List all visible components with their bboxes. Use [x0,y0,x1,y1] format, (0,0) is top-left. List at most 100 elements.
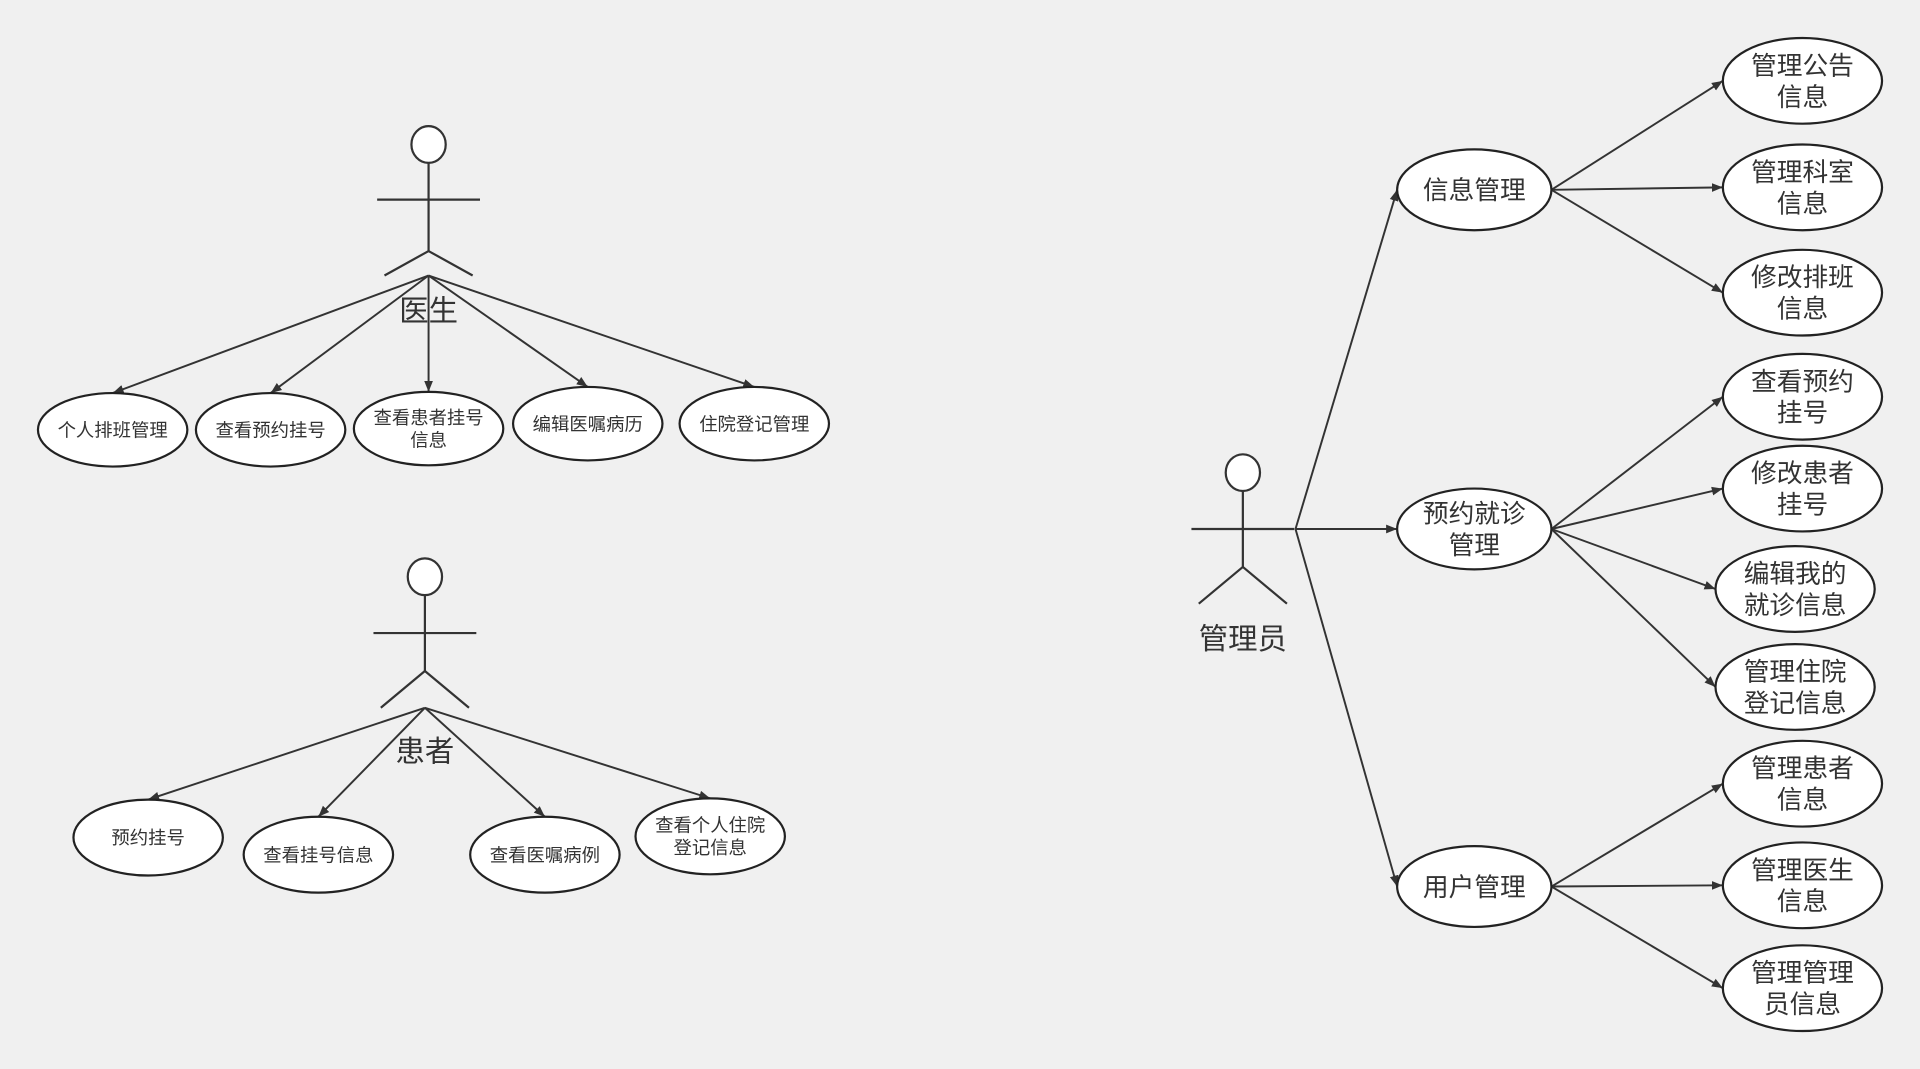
use-case-shape [1721,352,1884,441]
function-arrow [1550,188,1724,294]
use-case-label: 查看个人住院 [655,816,765,837]
use-case-label: 信息 [1777,189,1828,219]
use-case-label: 信息 [410,430,447,451]
doctor-association-arrow [112,274,429,394]
use-case-label: 个人排班管理 [58,420,168,441]
patient-use-case[interactable]: 预约挂号 [72,798,224,877]
use-case-label: 信息 [1777,786,1828,816]
use-case-label: 修改排班 [1751,263,1854,293]
patient-use-case[interactable]: 查看医嘱病例 [469,815,621,894]
use-case-shape [1714,642,1876,731]
use-case-label: 查看患者挂号 [373,408,483,429]
actor-leg [1198,566,1244,605]
actor-leg [424,670,470,709]
doctor-use-case[interactable]: 查看预约挂号 [194,391,347,468]
use-case-label: 就诊信息 [1744,591,1847,621]
actor-doctor: 医生 [377,125,480,328]
use-case-shape [678,385,831,462]
function-arrow [1550,528,1717,688]
use-case-label: 登记信息 [1744,689,1847,719]
doctor-use-case[interactable]: 个人排班管理 [36,391,189,468]
actor-admin: 管理员 [1191,453,1295,656]
actor-leg [383,250,430,277]
use-case-label: 管理住院 [1744,658,1847,688]
use-case-shape [194,391,347,468]
actor-head-icon [410,125,447,164]
use-case-shape [1721,143,1884,232]
use-case-label: 员信息 [1764,990,1841,1020]
patient-association-arrow [147,706,426,801]
admin-function-group[interactable]: 信息管理 [1396,148,1553,232]
admin-association-arrow [1294,189,1399,530]
patient-association-arrow [424,706,711,800]
use-case-label: 管理医生 [1751,856,1854,886]
function-arrow [1551,880,1723,890]
use-case-shape [469,815,621,894]
patient-use-case[interactable]: 查看挂号信息 [242,815,395,894]
use-case-shape [72,798,224,877]
actor-head-icon [406,557,444,597]
actor-patient: 患者 [373,557,477,769]
actor-label: 管理员 [1199,622,1287,656]
actor-label: 医生 [399,294,458,328]
use-case-label: 编辑我的 [1744,560,1847,590]
use-case-label: 查看挂号信息 [263,845,373,866]
use-case-shape [1714,545,1876,633]
use-case-label: 预约挂号 [111,828,184,849]
use-case-shape [1396,148,1553,232]
use-case-label: 信息 [1777,83,1828,113]
use-case-label: 查看预约挂号 [216,420,326,441]
use-case-label: 挂号 [1777,399,1828,429]
use-case-shape [634,797,787,876]
use-case-label: 预约就诊 [1423,500,1526,530]
use-case-label: 编辑医嘱病历 [533,414,643,435]
admin-association-arrow [1294,528,1399,887]
function-arrow [1551,183,1723,192]
use-case-label: 信息 [1777,887,1828,917]
use-case-label: 管理公告 [1751,51,1854,81]
use-case-shape [1721,248,1884,337]
actor-head-icon [1224,453,1262,493]
use-case-label: 信息 [1777,295,1828,325]
patient-association-arrow [317,707,426,818]
function-arrow [1550,79,1724,191]
patient-association-arrow [424,707,546,818]
use-case-label: 查看预约 [1751,367,1854,397]
use-case-shape [242,815,395,894]
use-case-label: 用户管理 [1423,873,1526,903]
use-case-shape [1721,841,1884,930]
use-case-label: 管理患者 [1751,754,1854,784]
function-arrow [1550,395,1724,530]
function-arrow [1551,528,1716,590]
doctor-association-arrow [428,274,755,388]
doctor-association-arrow [270,274,430,394]
admin-sub-function[interactable]: 查看预约挂号 [1721,352,1884,441]
use-case-shape [1721,944,1884,1033]
actor-leg [428,250,474,277]
use-case-shape [1396,845,1553,929]
doctor-use-case[interactable]: 住院登记管理 [678,385,831,462]
function-arrow [1551,486,1724,530]
use-case-label: 登记信息 [673,838,746,859]
use-case-shape [1721,36,1884,125]
actor-leg [380,670,426,709]
use-case-shape [1721,444,1884,533]
doctor-use-case[interactable]: 编辑医嘱病历 [511,385,664,462]
use-case-shape [1396,487,1553,571]
admin-function-group[interactable]: 用户管理 [1396,845,1553,929]
use-case-label: 管理 [1449,531,1500,561]
use-case-label: 挂号 [1777,491,1828,521]
